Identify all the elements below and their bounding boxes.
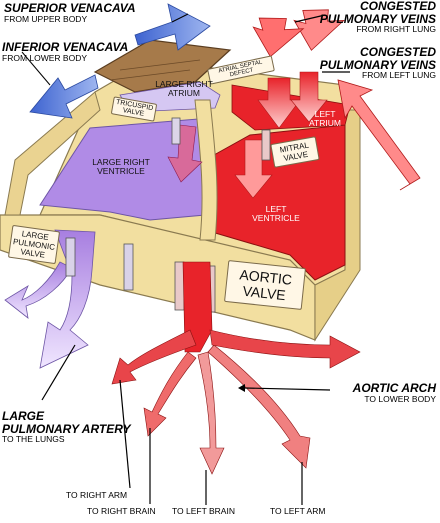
pointer-pulmonary-artery [41,344,76,401]
superior-venacava-label: SUPERIOR VENACAVA FROM UPPER BODY [4,2,136,24]
congested-left-title-1: CONGESTED [359,45,436,59]
aortic-arch-sub: TO LOWER BODY [364,393,436,404]
superior-venacava-title: SUPERIOR VENACAVA [4,1,136,15]
pulmonary-artery-label: LARGE PULMONARY ARTERY TO THE LUNGS [2,410,131,444]
congested-right-title-2: PULMONARY VEINS [319,11,436,26]
pulmonary-artery-branch-left [4,261,73,319]
aortic-branch-right-arm [111,329,197,385]
aortic-branch-right-brain [143,351,197,437]
pointer-inferior-venacava [21,51,51,86]
pulmonary-artery-sub: TO THE LUNGS [2,434,65,445]
pointer-venacava [171,13,189,23]
aortic-branch-left-arm [207,344,311,469]
to-left-brain-label: TO LEFT BRAIN [172,506,235,516]
left-ventricle-label: LEFT VENTRICLE [252,204,300,224]
congested-left-title-2: PULMONARY VEINS [319,57,436,72]
aortic-valve-flap-left [174,261,185,311]
pointer-right-arm [119,379,131,489]
congested-left-label: CONGESTED PULMONARY VEINS FROM LEFT LUNG [320,46,436,80]
pulmonary-artery-title-1: LARGE [2,409,44,423]
pulmonic-valve-flap-right [123,243,134,291]
superior-venacava-sub: FROM UPPER BODY [4,13,88,24]
pulmonary-vein-right-arrow [293,9,345,51]
inferior-venacava-arrow [29,74,99,119]
pulmonary-vein-left-arrow [337,79,421,191]
pulmonary-vein-right-arrow-2 [252,17,305,58]
vena-cava-roof [93,39,232,93]
pulmonic-valve-flap-left [65,237,76,277]
aortic-arch-title: AORTIC ARCH [352,381,436,395]
to-right-arm-label: TO RIGHT ARM [66,490,128,500]
to-right-brain-label: TO RIGHT BRAIN [87,506,156,516]
aortic-arch-branch [209,329,361,369]
pointer-aortic-arch-head [238,384,245,392]
pulmonary-artery-outflow [39,229,96,369]
large-right-ventricle-label: LARGE RIGHT VENTRICLE [92,157,150,177]
pulmonary-artery-title-2: PULMONARY ARTERY [2,421,131,436]
tricuspid-valve-flap [171,117,181,145]
aortic-branch-left-brain [197,351,225,475]
to-left-arm-label: TO LEFT ARM [270,506,326,516]
congested-right-sub: FROM RIGHT LUNG [356,24,436,35]
large-right-atrium-label: LARGE RIGHT ATRIUM [155,79,213,99]
atrium-flow-arrow [257,77,301,129]
left-atrium-flow-arrow [290,71,328,123]
inferior-venacava-sub: FROM LOWER BODY [2,52,88,63]
large-pulmonic-valve-tag: LARGE PULMONIC VALVE [7,224,61,265]
superior-venacava-arrow [134,3,211,51]
left-atrium-label: LEFT ATRIUM [309,109,341,129]
heart-box-left-edge [4,91,101,216]
tricuspid-flow-arrow [167,124,203,183]
aortic-valve-tag: AORTIC VALVE [224,260,306,310]
pointer-congested-right [294,14,326,23]
pointer-aortic-arch [244,387,331,391]
congested-left-sub: FROM LEFT LUNG [362,70,436,81]
aortic-arch-label: AORTIC ARCH TO LOWER BODY [353,382,436,404]
inferior-venacava-title: INFERIOR VENACAVA [2,40,129,54]
mitral-valve-flap [261,129,271,161]
congested-right-label: CONGESTED PULMONARY VEINS FROM RIGHT LUN… [320,0,436,34]
septum-wall [194,99,218,241]
congested-right-title-1: CONGESTED [359,0,436,13]
inferior-venacava-label: INFERIOR VENACAVA FROM LOWER BODY [2,41,128,63]
